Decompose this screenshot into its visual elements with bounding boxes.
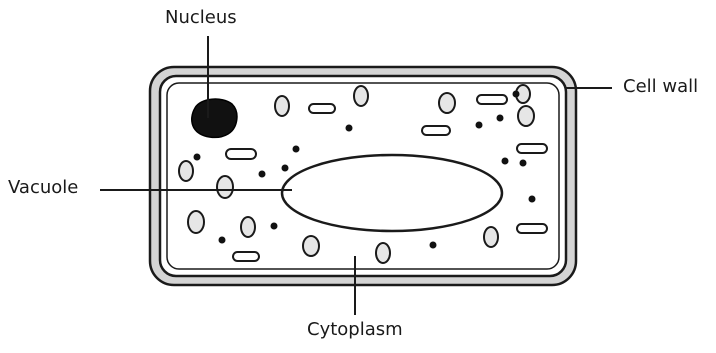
organelle-dot: [520, 160, 527, 167]
organelle-dot: [513, 91, 520, 98]
organelle-oval: [188, 211, 204, 233]
organelle-oval: [179, 161, 193, 181]
organelle-rod: [477, 95, 507, 104]
organelle-oval: [303, 236, 319, 256]
organelle-dot: [502, 158, 509, 165]
organelle-rod: [233, 252, 259, 261]
organelle-rod: [309, 104, 335, 113]
organelle-dot: [194, 154, 201, 161]
organelle-dot: [219, 237, 226, 244]
organelle-dot: [476, 122, 483, 129]
cell-wall-label: Cell wall: [623, 76, 698, 98]
organelle-dot: [346, 125, 353, 132]
organelle-oval: [484, 227, 498, 247]
organelle-dot: [529, 196, 536, 203]
organelle-dot: [293, 146, 300, 153]
organelle-oval: [439, 93, 455, 113]
organelle-oval: [241, 217, 255, 237]
vacuole: [282, 155, 502, 231]
organelle-oval: [518, 106, 534, 126]
organelle-oval: [275, 96, 289, 116]
nucleus: [192, 99, 237, 137]
organelle-dot: [271, 223, 278, 230]
organelle-dot: [259, 171, 266, 178]
organelle-dot: [497, 115, 504, 122]
organelle-rod: [422, 126, 450, 135]
cytoplasm-label: Cytoplasm: [307, 319, 403, 341]
organelle-rod: [517, 224, 547, 233]
nucleus-label: Nucleus: [165, 7, 237, 29]
organelle-oval: [354, 86, 368, 106]
organelle-rod: [517, 144, 547, 153]
organelle-oval: [376, 243, 390, 263]
organelle-dot: [282, 165, 289, 172]
organelle-dot: [430, 242, 437, 249]
organelle-oval: [217, 176, 233, 198]
vacuole-label: Vacuole: [8, 177, 78, 199]
organelle-rod: [226, 149, 256, 159]
